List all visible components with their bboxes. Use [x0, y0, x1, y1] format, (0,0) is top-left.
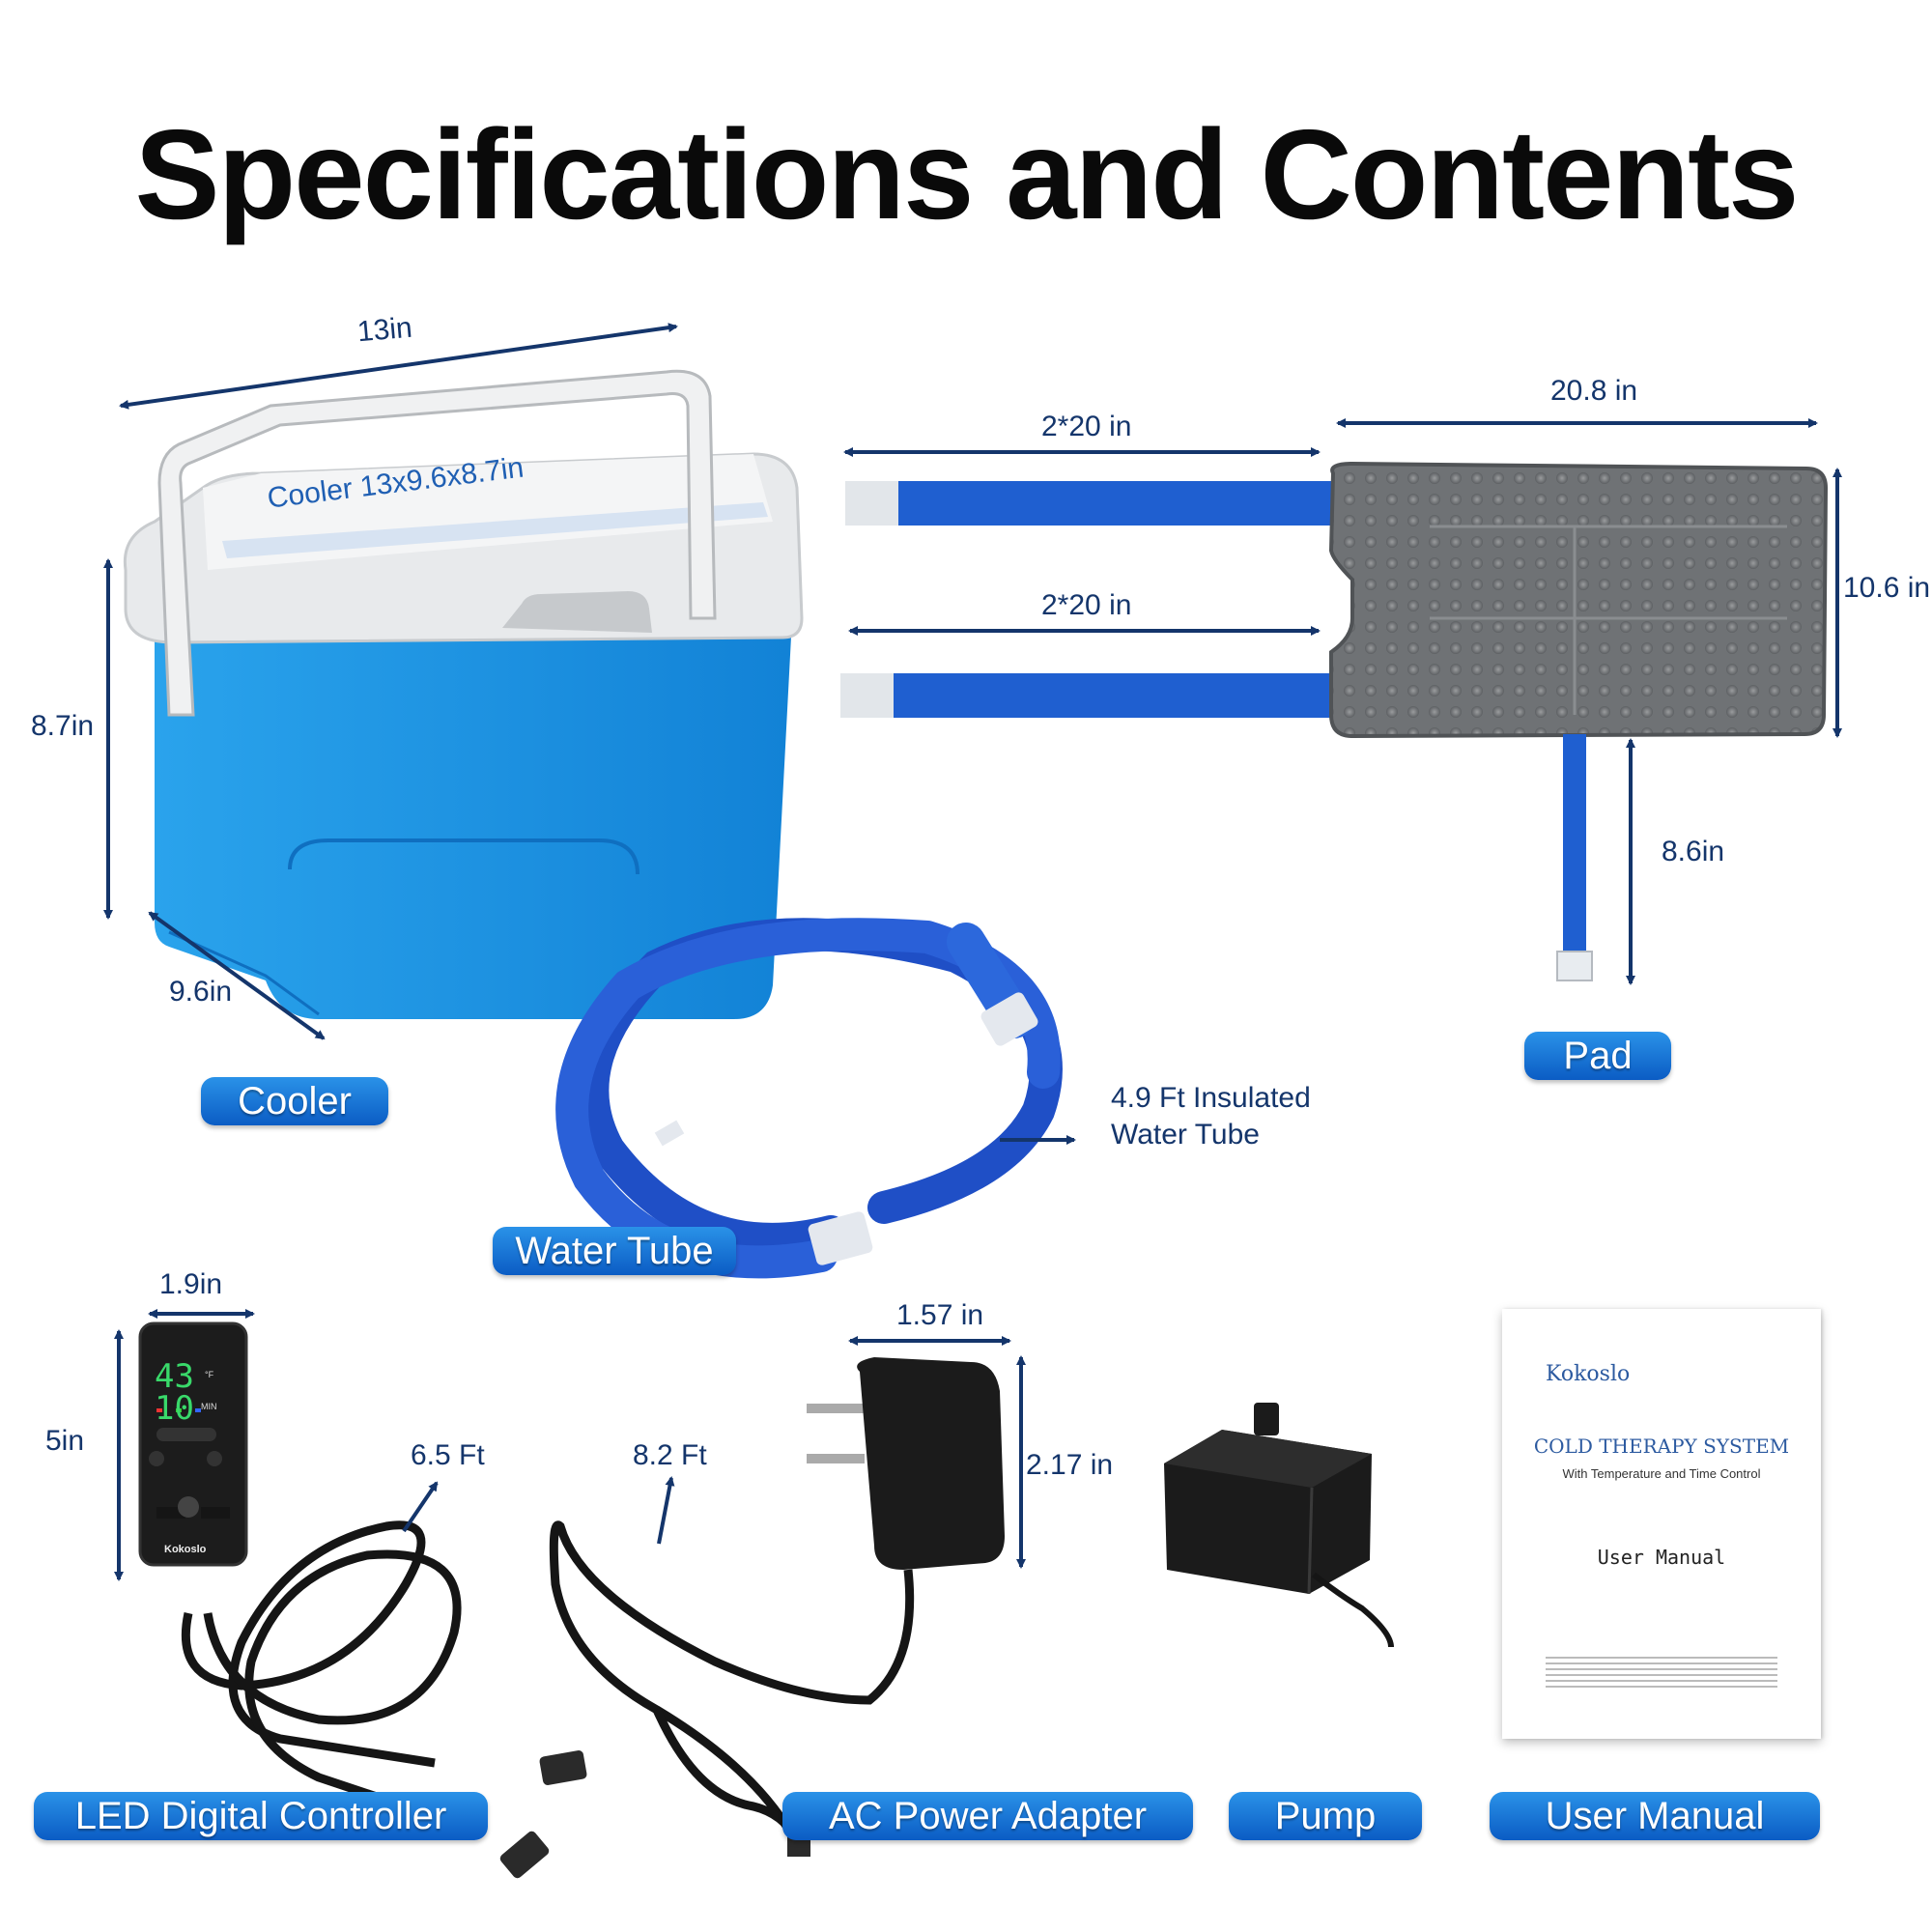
controller-cable-label: 6.5 Ft [411, 1439, 485, 1471]
controller-label-pill: LED Digital Controller [34, 1792, 488, 1840]
cooler-width-label: 13in [355, 311, 414, 349]
manual-fine-print [1546, 1657, 1777, 1691]
pad-image [840, 461, 1829, 981]
cooler-label-pill: Cooler [201, 1077, 388, 1125]
controller-display-unit-time: MIN [201, 1402, 217, 1411]
water-tube-note-line1: 4.9 Ft Insulated [1111, 1082, 1311, 1114]
adapter-image [549, 1357, 1005, 1857]
controller-display-temp: 43 [155, 1357, 194, 1396]
controller-width-label: 1.9in [159, 1268, 223, 1300]
manual-heading: User Manual [1597, 1546, 1726, 1569]
water-tube-image [555, 918, 1063, 1279]
cooler-height-label: 8.7in [31, 710, 95, 742]
pump-image [1164, 1403, 1394, 1648]
cooler-width-arrow [119, 323, 678, 410]
pump-label-pill: Pump [1229, 1792, 1422, 1840]
adapter-cable-arrow [657, 1476, 675, 1545]
adapter-height-label: 2.17 in [1026, 1449, 1114, 1481]
tube-connector-icon [808, 1211, 873, 1265]
water-tube-label-pill: Water Tube [493, 1227, 736, 1275]
adapter-width-label: 1.57 in [896, 1299, 984, 1331]
pad-label-pill: Pad [1524, 1032, 1671, 1080]
controller-display-unit-temp: °F [205, 1370, 214, 1379]
controller-brand: Kokoslo [164, 1544, 207, 1555]
cooler-depth-arrow [148, 911, 326, 1040]
user-manual-image: Kokoslo COLD THERAPY SYSTEM With Tempera… [1502, 1309, 1821, 1739]
adapter-cable-label: 8.2 Ft [633, 1439, 707, 1471]
tube-tie-icon [654, 1120, 685, 1147]
pad-width-label: 20.8 in [1550, 375, 1638, 407]
pad-height-label: 10.6 in [1843, 572, 1931, 604]
adapter-label-pill: AC Power Adapter [782, 1792, 1193, 1840]
water-tube-note-line2: Water Tube [1111, 1119, 1260, 1151]
pad-tube-label: 8.6in [1662, 836, 1725, 867]
pad-strap-bottom-label: 2*20 in [1041, 589, 1132, 621]
controller-display-time: 10 [155, 1389, 194, 1428]
controller-height-label: 5in [45, 1425, 85, 1457]
manual-system-title: COLD THERAPY SYSTEM [1533, 1435, 1790, 1458]
manual-subtitle: With Temperature and Time Control [1562, 1466, 1761, 1481]
manual-label-pill: User Manual [1490, 1792, 1820, 1840]
page-title: Specifications and Contents [134, 103, 1800, 245]
tube-connector-icon [980, 992, 1038, 1046]
pad-strap-top-label: 2*20 in [1041, 411, 1132, 442]
water-tube-note: 4.9 Ft Insulated Water Tube [1111, 1080, 1311, 1153]
cooler-depth-label: 9.6in [169, 976, 233, 1008]
controller-cable-arrow [402, 1481, 439, 1533]
manual-brand: Kokoslo [1546, 1362, 1631, 1386]
controller-image [138, 1321, 587, 1879]
